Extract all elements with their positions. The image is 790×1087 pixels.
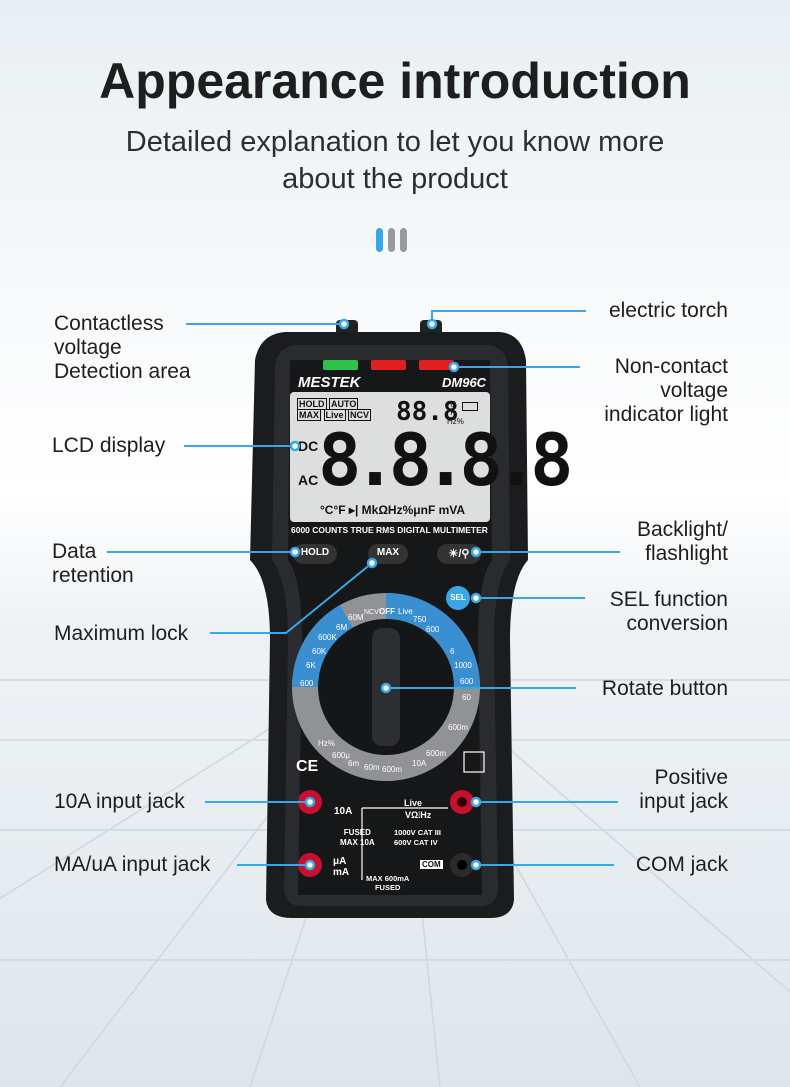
- callout-data-retention: Data retention: [52, 540, 134, 587]
- dial-label: 600: [300, 679, 314, 688]
- led-green: [323, 360, 358, 370]
- decorative-bars: [376, 228, 412, 257]
- dial-label: 6m: [348, 759, 360, 768]
- lcd-units: °C°F ▸| MkΩHz%μnF mVA: [320, 503, 466, 517]
- battery-icon: [462, 402, 478, 411]
- max600-label: MAX 600mA FUSED: [366, 874, 410, 892]
- dial-label: 750: [413, 615, 427, 624]
- lcd-dc: DC: [298, 438, 319, 454]
- callout-backlight: Backlight/ flashlight: [636, 518, 728, 565]
- callout-10a-jack: 10A input jack: [54, 790, 185, 813]
- callout-ma-jack: MA/uA input jack: [54, 853, 211, 876]
- callout-lcd: LCD display: [52, 434, 166, 457]
- sel-button[interactable]: SEL: [450, 593, 466, 602]
- dial-label: OFF: [379, 607, 395, 616]
- lcd-temp-f: °F: [447, 408, 456, 417]
- max-button[interactable]: MAX: [376, 547, 400, 558]
- lcd-hz: Hz%: [447, 417, 464, 426]
- lcd-ac: AC: [298, 472, 319, 488]
- callout-rotate: Rotate button: [601, 677, 728, 700]
- dial-label: 60: [462, 693, 471, 702]
- dial-label: NCV: [364, 609, 379, 616]
- lcd-tag-ncv: NCV: [348, 409, 372, 421]
- page-title: Appearance introduction: [99, 53, 691, 109]
- rotary-dial[interactable]: OFF Live 750 600 6 1000 600 60 600m 600m…: [292, 593, 480, 781]
- dial-label: 6M: [336, 623, 348, 632]
- spec-text: 6000 COUNTS TRUE RMS DIGITAL MULTIMETER: [291, 525, 488, 535]
- lcd-temp-c: °C: [447, 400, 456, 409]
- callout-ncv-light: Non-contact voltage indicator light: [604, 355, 728, 426]
- hold-button[interactable]: HOLD: [300, 547, 330, 558]
- ce-mark: CE: [296, 758, 319, 775]
- callout-com-jack: COM jack: [635, 853, 728, 876]
- lcd-tag-hold: HOLD: [297, 398, 327, 410]
- dial-label: 600μ: [332, 751, 350, 760]
- callout-contactless: Contactless voltage Detection area: [54, 312, 191, 383]
- com-label: COM: [420, 860, 443, 869]
- dial-label: 6: [450, 647, 455, 656]
- dial-label: 600m: [382, 765, 403, 774]
- callout-max-lock: Maximum lock: [54, 622, 189, 645]
- dial-label: 60M: [348, 613, 364, 622]
- lcd-main-digits: 8.8.8.8: [318, 418, 573, 502]
- dial-label: 600: [426, 625, 440, 634]
- lcd-tag-max: MAX: [297, 409, 321, 421]
- lcd-small-digits: 88.8: [396, 397, 459, 427]
- lcd-tags: HOLD AUTO MAX Live NCV: [297, 398, 372, 421]
- model-name: DM96C: [442, 375, 487, 390]
- fused-10a-label: FUSED MAX 10A: [340, 828, 375, 847]
- led-red-1: [371, 360, 406, 370]
- dial-label: 600: [460, 677, 474, 686]
- backlight-button[interactable]: ☀/⚲: [448, 548, 470, 560]
- brand-logo: MESTEK: [298, 374, 361, 391]
- cat-rating: 1000V CAT III 600V CAT IV: [394, 828, 441, 847]
- dial-label: 1000: [454, 661, 472, 670]
- subtitle-line-2: about the product: [282, 163, 508, 195]
- dial-label: 10A: [412, 759, 427, 768]
- page-subtitle: Detailed explanation to let you know mor…: [0, 124, 790, 198]
- lcd-tag-live: Live: [323, 409, 346, 421]
- callout-torch: electric torch: [608, 299, 728, 322]
- dial-label: 60m: [364, 763, 380, 772]
- led-red-2: [419, 360, 454, 370]
- live-label: Live: [404, 798, 423, 808]
- dial-label: 600m: [448, 723, 469, 732]
- dial-label: 60K: [312, 647, 327, 656]
- callout-sel: SEL function conversion: [609, 588, 728, 635]
- dial-label: 600m: [426, 749, 447, 758]
- lcd-screen: [290, 392, 490, 522]
- dial-label: Live: [398, 607, 413, 616]
- dial-label: 600K: [318, 633, 337, 642]
- vohz-label: VΩ⦙Hz: [405, 810, 432, 820]
- lcd-tag-auto: AUTO: [329, 398, 359, 410]
- ua-ma-label: μA mA: [333, 856, 350, 878]
- dial-label: Hz%: [318, 739, 335, 748]
- callout-positive-jack: Positive input jack: [639, 766, 728, 813]
- subtitle-line-1: Detailed explanation to let you know mor…: [125, 126, 665, 158]
- jack-10a-label: 10A: [334, 806, 353, 817]
- dial-label: 6K: [306, 661, 316, 670]
